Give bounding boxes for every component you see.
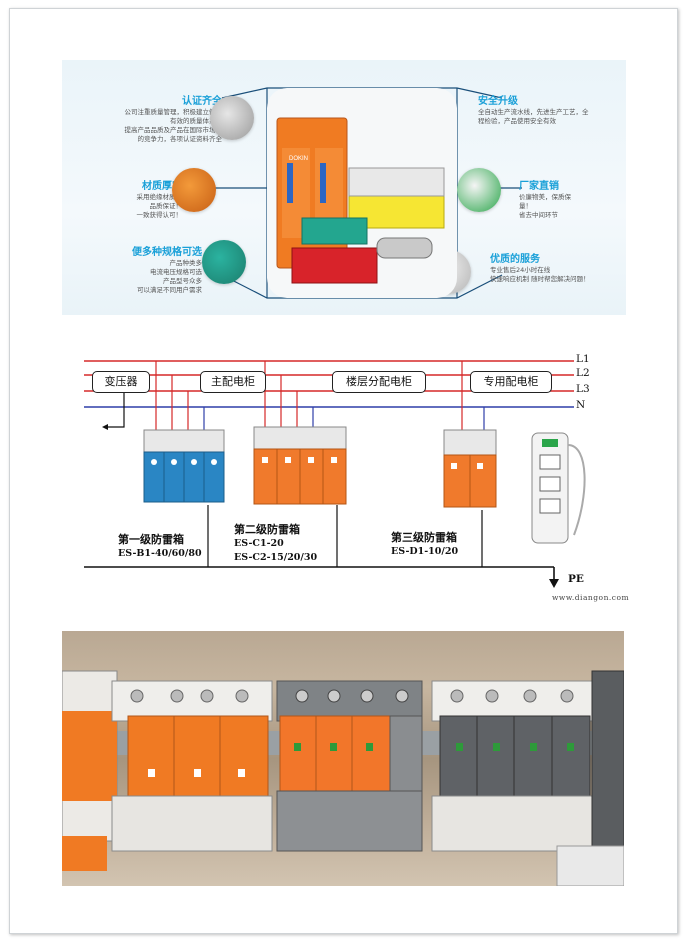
power-strip <box>531 432 586 544</box>
din-rail-illustration <box>62 670 624 886</box>
orange-spd-group-middle <box>276 680 423 852</box>
tier3-spd-module <box>443 429 497 508</box>
green-module-thumbnail <box>202 240 246 284</box>
feature-title-safety: 安全升级 <box>478 96 518 107</box>
product-collage: DOKIN <box>267 88 457 298</box>
feature-desc-material: 采用绝缘材质， 品质保证！ 一致获得认可！ <box>136 193 183 219</box>
pe-label: PE <box>568 573 584 585</box>
wiring-lines <box>84 360 586 588</box>
tier2-model-1: ES-C1-20 <box>234 538 284 549</box>
din-rail-photo <box>62 631 624 886</box>
line-label-l2: L2 <box>576 367 590 379</box>
grey-spd-group-right <box>431 680 593 852</box>
feature-desc-service: 专业售后24小时在线 快速响应机制 随时帮您解决问题！ <box>490 266 590 283</box>
tier3-name: 第三级防雷箱 <box>391 531 457 544</box>
line-label-l3: L3 <box>576 383 590 395</box>
tier1-name: 第一级防雷箱 <box>118 533 184 546</box>
tier1-model: ES-B1-40/60/80 <box>118 548 202 559</box>
dedicated-distribution-box: 专用配电柜 <box>470 371 552 393</box>
tier2-name: 第二级防雷箱 <box>234 523 300 536</box>
product-brand-text: DOKIN <box>289 156 308 162</box>
wiring-diagram: L1 L2 L3 N 变压器 主配电柜 楼层分配电柜 专用配电柜 第一级防雷箱 … <box>84 345 639 607</box>
feature-title-certification: 认证齐全 <box>182 96 222 107</box>
watermark-url: www.diangon.com <box>552 593 630 602</box>
feature-desc-specs: 产品种类多 电流电压规格可选 产品型号众多 可以满足不同用户需求 <box>137 259 202 294</box>
feature-desc-direct-sale: 价廉物美，保质保 量！ 省去中间环节 <box>519 193 571 219</box>
tier2-spd-modules <box>253 426 347 505</box>
line-label-l1: L1 <box>576 353 590 365</box>
connector-thumbnail <box>210 96 254 140</box>
tier1-spd-modules <box>143 429 225 503</box>
feature-title-specs: 便多种规格可选 <box>132 247 202 258</box>
feature-desc-safety: 全自动生产流水线，先进生产工艺，全 程检验，产品使用安全有效 <box>478 108 589 125</box>
orange-module-thumbnail <box>172 168 216 212</box>
floor-distribution-box: 楼层分配电柜 <box>332 371 426 393</box>
feature-title-direct-sale: 厂家直销 <box>519 181 559 192</box>
orange-spd-group-left <box>111 680 273 852</box>
feature-desc-certification: 公司注重质量管理，积极建立健全 有效的质量体系， 提高产品品质及产品在国际市场上… <box>124 108 223 143</box>
feature-banner: 认证齐全 公司注重质量管理，积极建立健全 有效的质量体系， 提高产品品质及产品在… <box>62 60 626 315</box>
tier2-model-2: ES-C2-15/20/30 <box>234 552 318 563</box>
transformer-box: 变压器 <box>92 371 150 393</box>
feature-title-service: 优质的服务 <box>490 254 540 265</box>
line-label-n: N <box>576 399 586 411</box>
feature-title-material: 材质厚实 <box>142 181 182 192</box>
main-distribution-box: 主配电柜 <box>200 371 266 393</box>
tier3-model: ES-D1-10/20 <box>391 546 459 557</box>
terminal-thumbnail <box>457 168 501 212</box>
